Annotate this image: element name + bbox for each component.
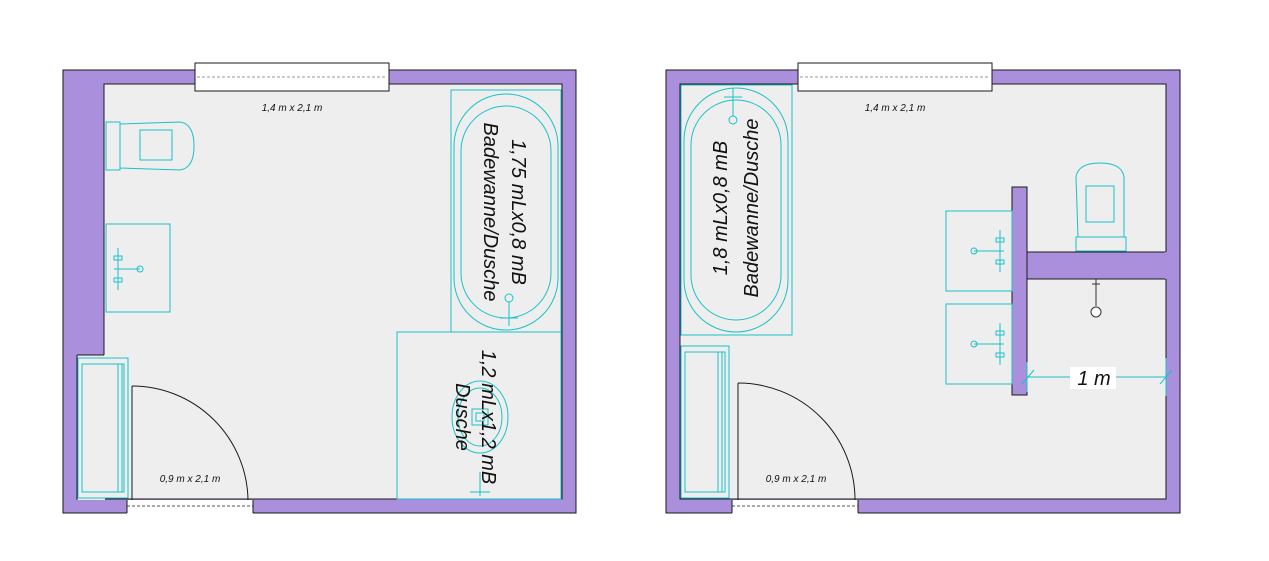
washbasin-icon[interactable]	[105, 223, 171, 313]
window-size-label: 1,4 m x 2,1 m	[865, 103, 926, 114]
window-size-label: 1,4 m x 2,1 m	[262, 103, 323, 114]
dimension-label: 1 m	[1077, 368, 1110, 390]
washbasin-icon[interactable]	[945, 210, 1013, 292]
toilet-icon[interactable]	[1075, 162, 1127, 252]
floor-plan-1: 1,4 m x 2,1 m 0,9 m x 2,1 m	[62, 62, 577, 514]
floor-plan-2: 1,4 m x 2,1 m 0,9 m x 2,1 m 1,8	[665, 62, 1181, 514]
door-swing-icon	[737, 382, 856, 501]
bathtub-icon[interactable]	[680, 84, 793, 336]
door-size-label: 0,9 m x 2,1 m	[160, 474, 221, 485]
window[interactable]	[194, 62, 390, 92]
shower-icon[interactable]	[396, 331, 562, 500]
dimension-line	[1021, 358, 1173, 396]
floor-drain-icon[interactable]	[1090, 279, 1102, 318]
washbasin-icon[interactable]	[945, 303, 1013, 385]
bathtub-icon[interactable]	[450, 89, 562, 333]
bathtub-dims-label: 1,75 mLx0,8 mB	[507, 139, 529, 285]
radiator-icon[interactable]	[680, 345, 730, 499]
window[interactable]	[797, 62, 993, 92]
door[interactable]	[731, 382, 859, 514]
door-size-label: 0,9 m x 2,1 m	[766, 474, 827, 485]
bathtub-name-label: Badewanne/Dusche	[741, 118, 763, 297]
bathtub-dims-label: 1,8 mLx0,8 mB	[710, 141, 732, 276]
partition-wall-vertical	[1011, 186, 1028, 396]
toilet-icon[interactable]	[105, 121, 195, 171]
door[interactable]	[126, 385, 254, 514]
shower-name-label: Dusche	[451, 383, 473, 451]
radiator-icon[interactable]	[77, 357, 129, 499]
bathtub-name-label: Badewanne/Dusche	[479, 122, 501, 301]
partition-wall-horizontal	[1026, 251, 1167, 280]
door-swing-icon	[131, 385, 249, 501]
shower-dims-label: 1,2 mLx1,2 mB	[477, 350, 499, 485]
